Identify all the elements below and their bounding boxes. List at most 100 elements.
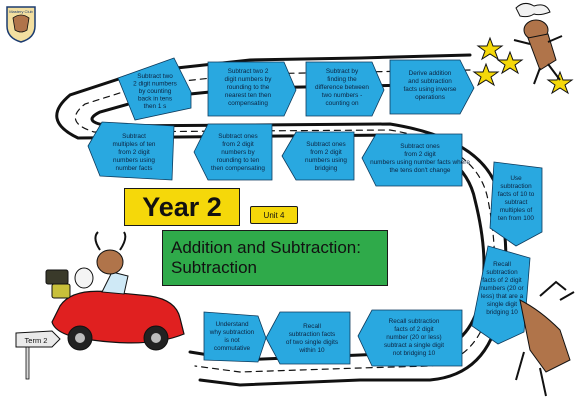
step-line: numbers by bbox=[221, 149, 255, 156]
step-line: difference between bbox=[315, 84, 369, 91]
step-line: nearest ten then bbox=[225, 92, 272, 99]
step-line: bridging bbox=[315, 165, 338, 172]
step-line: ten from 100 bbox=[498, 215, 534, 222]
year-title-box: Year 2 bbox=[124, 188, 240, 226]
subject-title-line: Addition and Subtraction: bbox=[171, 238, 361, 257]
step-line: Derive addition bbox=[409, 70, 452, 77]
step-line: numbers using number facts where bbox=[370, 159, 470, 166]
step-line: Recall subtraction bbox=[389, 318, 440, 325]
step-line: 2 digit numbers bbox=[133, 81, 177, 88]
step-line: from 2 digit bbox=[222, 141, 254, 148]
step-line: commutative bbox=[214, 345, 251, 352]
step-line: not bridging 10 bbox=[393, 350, 436, 357]
moose-celebrating-illustration bbox=[513, 2, 563, 85]
step-line: from 2 digit bbox=[404, 151, 436, 158]
step-line: by counting bbox=[139, 88, 172, 95]
step-line: Subtract ones bbox=[400, 143, 439, 150]
step-line: Recall bbox=[493, 261, 511, 268]
star-icon bbox=[472, 62, 500, 87]
badge-label: Mastery Club bbox=[9, 9, 33, 14]
step-line: compensating bbox=[228, 100, 268, 107]
step-line: of two single digits bbox=[286, 339, 338, 346]
step-line: number (20 or less) bbox=[386, 334, 441, 341]
step-line: Recall bbox=[303, 323, 321, 330]
step-line: Subtract two bbox=[137, 73, 173, 80]
step-line: less) that are a bbox=[481, 293, 524, 300]
step-line: subtraction bbox=[500, 183, 532, 190]
star-icon bbox=[476, 36, 504, 61]
step-line: is not bbox=[224, 337, 239, 344]
unit-label: Unit 4 bbox=[263, 210, 285, 220]
step-line: counting on bbox=[325, 100, 358, 107]
step-line: subtraction bbox=[486, 269, 518, 276]
step-line: Subtract ones bbox=[306, 141, 345, 148]
step-line: multiples of ten bbox=[113, 141, 156, 148]
moose-falling-illustration bbox=[515, 280, 575, 397]
step-line: subtract bbox=[505, 199, 528, 206]
step-line: then compensating bbox=[211, 165, 265, 172]
red-car-illustration bbox=[45, 231, 185, 351]
step-line: why subtraction bbox=[209, 329, 255, 336]
step-line: subtraction facts bbox=[289, 331, 336, 338]
shield-icon: Mastery Club bbox=[6, 6, 36, 43]
step-line: facts of 10 to bbox=[498, 191, 535, 198]
step-line: subtract a single digit bbox=[384, 342, 444, 349]
step-line: single digit bbox=[487, 301, 517, 308]
star-icon bbox=[496, 50, 524, 75]
step-line: and subtraction bbox=[408, 78, 452, 85]
step-line: rounding to ten bbox=[217, 157, 260, 164]
step-line: numbers using bbox=[305, 157, 347, 164]
step-line: within 10 bbox=[298, 347, 325, 354]
step-line: facts of 2 digit bbox=[394, 326, 434, 333]
step-line: multiples of bbox=[500, 207, 533, 214]
step-line: numbers (20 or bbox=[480, 285, 524, 292]
step-line: numbers using bbox=[113, 157, 155, 164]
step-line: Subtract by bbox=[326, 68, 359, 75]
star-icon bbox=[546, 70, 574, 95]
step-line: Use bbox=[510, 175, 522, 182]
stars bbox=[472, 36, 574, 95]
step-line: operations bbox=[415, 94, 445, 101]
step-line: then 1 s bbox=[144, 103, 167, 110]
step-line: the tens don't change bbox=[390, 167, 451, 174]
step-line: number facts bbox=[116, 165, 153, 172]
step-line: facts of 2 digit bbox=[482, 277, 522, 284]
step-line: from 2 digit bbox=[310, 149, 342, 156]
mastery-club-badge: Mastery Club bbox=[4, 4, 38, 44]
step-line: finding the bbox=[327, 76, 357, 83]
term-signpost: Term 2 bbox=[15, 330, 61, 380]
step-line: Subtract bbox=[122, 133, 146, 140]
subject-title-line: Subtraction bbox=[171, 258, 257, 277]
step-line: Subtract two 2 bbox=[228, 68, 269, 75]
step-line: two numbers - bbox=[322, 92, 363, 99]
step-line: facts using inverse bbox=[404, 86, 457, 93]
step-line: back in tens bbox=[138, 96, 172, 103]
subject-title-box: Addition and Subtraction: Subtraction bbox=[162, 230, 388, 286]
